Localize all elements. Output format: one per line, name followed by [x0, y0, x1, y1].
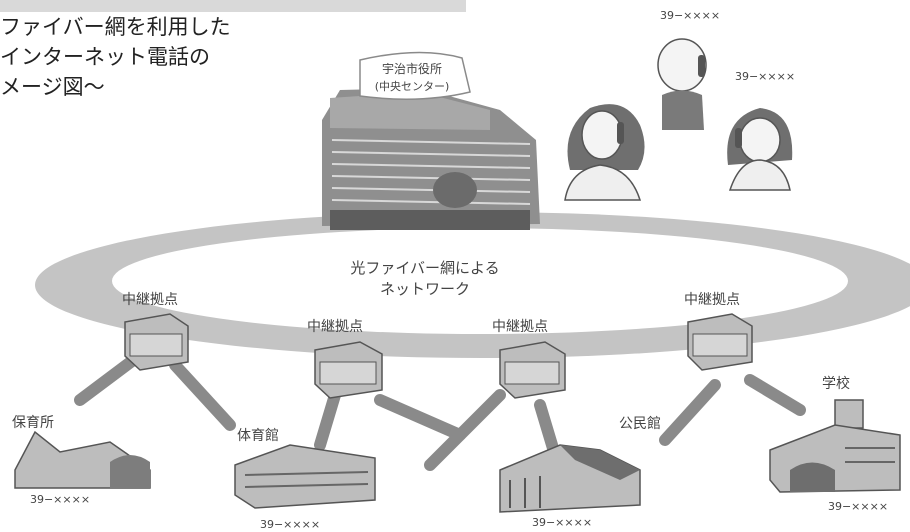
- line-relay1-gym: [169, 359, 236, 431]
- relay-label-4: 中継拠点: [684, 292, 740, 308]
- connection-lines: [74, 349, 806, 471]
- ring-label-2: ネットワーク: [380, 280, 470, 298]
- line-relay2-hall: [374, 394, 466, 441]
- relay-building-icon-3: [499, 341, 566, 399]
- center-name: 宇治市役所: [382, 61, 442, 76]
- city-hall-building: [322, 51, 540, 230]
- phone-right: 39−××××: [735, 70, 795, 83]
- facility-gym-label: 体育館: [237, 427, 279, 444]
- caption-line-2: インターネット電話の: [0, 45, 210, 69]
- caption-line-3: メージ図〜: [0, 75, 105, 99]
- nursery-building-icon: [14, 430, 151, 489]
- phone-hall: 39−××××: [532, 516, 592, 529]
- caption-line-1: ファイバー網を利用した: [0, 15, 231, 39]
- facility-hall-label: 公民館: [619, 415, 661, 432]
- phone-gym: 39−××××: [260, 518, 320, 531]
- line-relay3-hall-b: [534, 399, 561, 461]
- line-relay3-hall: [424, 389, 506, 471]
- phone-top: 39−××××: [660, 9, 720, 22]
- person-elder-icon: [657, 38, 707, 130]
- hall-building-icon: [499, 444, 641, 513]
- relay-label-3: 中継拠点: [492, 319, 548, 335]
- person-woman-icon: [564, 104, 645, 201]
- ring-label-1: 光ファイバー網による: [350, 259, 499, 277]
- line-relay4-hall: [659, 379, 721, 446]
- facility-nursery-label: 保育所: [12, 415, 54, 431]
- phone-nursery: 39−××××: [30, 493, 90, 506]
- center-sub: (中央センター): [375, 80, 450, 93]
- relay-building-icon-4: [687, 313, 753, 371]
- gym-building-icon: [234, 444, 376, 509]
- person-girl-icon: [727, 108, 793, 191]
- relay-label-1: 中継拠点: [122, 292, 178, 308]
- phone-school: 39−××××: [828, 500, 888, 513]
- caption: ファイバー網を利用した インターネット電話の メージ図〜: [0, 12, 231, 102]
- school-building-icon: [769, 399, 901, 493]
- header-band: [0, 0, 466, 12]
- line-relay2-gym: [314, 389, 341, 451]
- line-relay1-nursery: [74, 349, 146, 406]
- line-relay4-school: [744, 374, 806, 416]
- facility-school-label: 学校: [822, 375, 850, 392]
- relay-label-2: 中継拠点: [307, 319, 363, 335]
- relay-building-icon-2: [314, 341, 383, 399]
- people-illustration: [564, 38, 793, 201]
- relay-building-icon-1: [124, 313, 189, 371]
